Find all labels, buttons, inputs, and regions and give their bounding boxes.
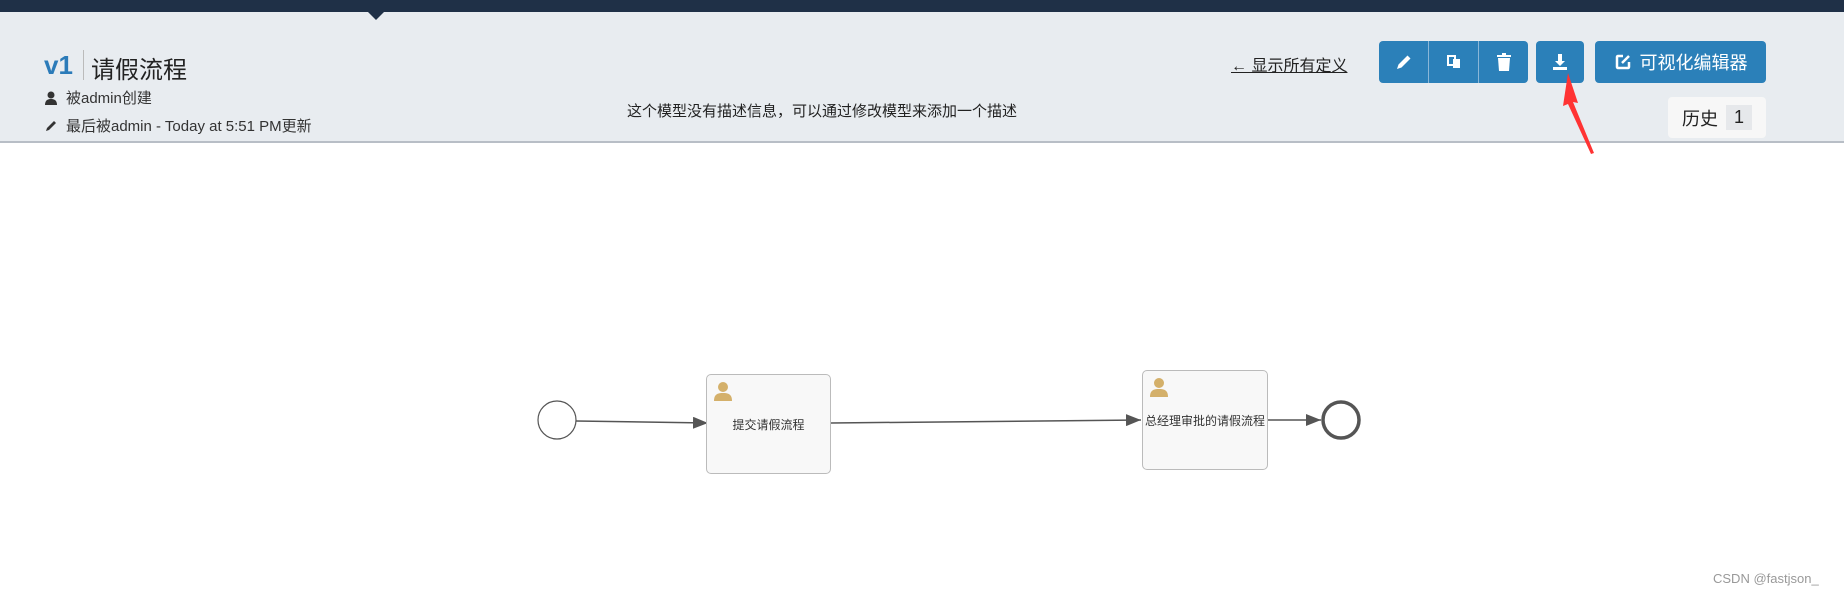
divider xyxy=(83,50,84,80)
history-count: 1 xyxy=(1725,105,1752,130)
user-task[interactable]: 总经理审批的请假流程 xyxy=(1142,370,1268,470)
pencil-icon xyxy=(1396,55,1410,69)
start-event[interactable] xyxy=(537,400,577,440)
visual-editor-button[interactable]: 可视化编辑器 xyxy=(1595,41,1766,83)
user-icon xyxy=(1150,378,1168,397)
edit-button[interactable] xyxy=(1379,41,1429,83)
user-icon xyxy=(714,382,732,401)
top-nav-bar xyxy=(0,0,1844,12)
version-label: v1 xyxy=(44,50,73,80)
page-title: 请假流程 xyxy=(91,57,187,84)
download-icon xyxy=(1553,54,1567,70)
updated-by: 最后被admin - Today at 5:51 PM更新 xyxy=(44,115,312,136)
user-task[interactable]: 提交请假流程 xyxy=(706,374,831,474)
copy-button[interactable] xyxy=(1429,41,1479,83)
history-label: 历史 xyxy=(1681,108,1718,129)
history-button[interactable]: 历史 1 xyxy=(1668,97,1766,138)
edit-square-icon xyxy=(1615,54,1630,70)
nav-caret xyxy=(368,12,384,20)
pencil-icon xyxy=(46,120,56,131)
trash-icon xyxy=(1496,53,1511,71)
action-button-group xyxy=(1379,41,1528,83)
sequence-flow[interactable] xyxy=(830,414,1142,427)
show-all-definitions-link[interactable]: ← 显示所有定义 xyxy=(1231,58,1348,75)
model-header: v1 请假流程 被admin创建 最后被admin - Today at 5:5… xyxy=(0,12,1844,143)
model-description: 这个模型没有描述信息，可以通过修改模型来添加一个描述 xyxy=(627,103,1018,120)
created-by: 被admin创建 xyxy=(44,87,152,108)
delete-button[interactable] xyxy=(1479,41,1528,83)
end-event[interactable] xyxy=(1321,400,1361,440)
created-by-text: 被admin创建 xyxy=(66,90,152,107)
updated-by-text: 最后被admin - Today at 5:51 PM更新 xyxy=(66,118,312,135)
task-label: 提交请假流程 xyxy=(732,417,805,432)
visual-editor-label: 可视化编辑器 xyxy=(1639,53,1748,73)
copy-icon xyxy=(1446,55,1460,68)
watermark: CSDN @fastjson_ xyxy=(1713,571,1819,586)
task-label: 总经理审批的请假流程 xyxy=(1144,413,1265,428)
user-icon xyxy=(45,91,57,105)
sequence-flow[interactable] xyxy=(575,416,709,429)
